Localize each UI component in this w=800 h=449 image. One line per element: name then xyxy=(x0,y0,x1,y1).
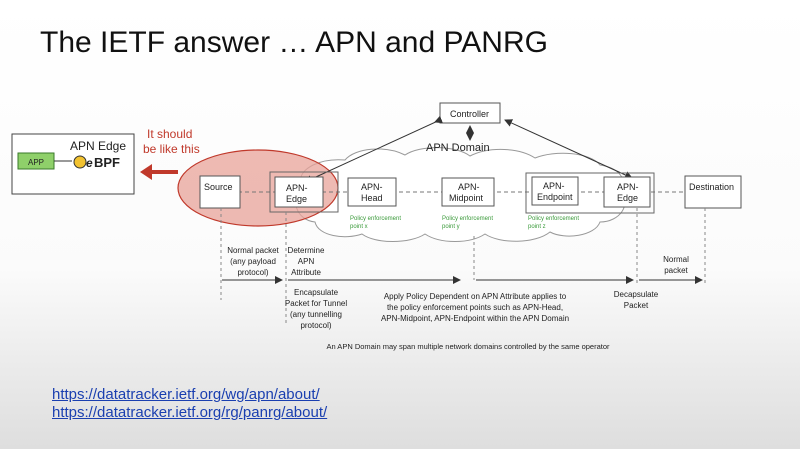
controller-node xyxy=(439,102,501,124)
step-normal-l1: Normal packet xyxy=(227,246,279,255)
panrg-link[interactable]: https://datatracker.ietf.org/rg/panrg/ab… xyxy=(52,404,328,421)
step-encap-l3: (any tunnelling xyxy=(290,310,342,319)
apn-head-l2: Head xyxy=(361,193,383,203)
step-apply-l3: APN-Midpoint, APN-Endpoint within the AP… xyxy=(381,314,569,323)
apn-endpoint-l1: APN- xyxy=(543,181,565,191)
step-normal2-l1: Normal xyxy=(663,255,689,264)
policy-y-l2: point y xyxy=(442,224,460,230)
step-normal-l2: (any payload xyxy=(230,257,276,266)
step-apply-l2: the policy enforcement points such as AP… xyxy=(387,303,563,312)
apn-edge-1-node xyxy=(274,176,324,208)
apn-midpoint-node xyxy=(441,177,495,207)
policy-x-l1: Policy enforcement xyxy=(350,216,401,222)
step-determine-l1: Determine xyxy=(288,246,325,255)
step-decap-l2: Packet xyxy=(624,301,649,310)
note-line-2: be like this xyxy=(143,142,200,156)
source-label: Source xyxy=(204,182,233,192)
step-determine-l2: APN xyxy=(298,257,315,266)
apn-head-l1: APN- xyxy=(361,182,383,192)
apn-edge-1-outer xyxy=(269,171,339,213)
step-normal-l3: protocol) xyxy=(237,268,268,277)
step-apply-l1: Apply Policy Dependent on APN Attribute … xyxy=(384,292,567,301)
step-normal2-l2: packet xyxy=(664,266,688,275)
ebpf-e: e xyxy=(86,156,93,170)
inset-label: APN Edge xyxy=(70,139,126,153)
policy-z-l1: Policy enforcement xyxy=(528,216,579,222)
source-node xyxy=(199,175,241,209)
step-encap-l1: Encapsulate xyxy=(294,288,339,297)
step-encap-l2: Packet for Tunnel xyxy=(285,299,347,308)
apn-edge-1-l2: Edge xyxy=(286,194,307,204)
apn-link[interactable]: https://datatracker.ietf.org/wg/apn/abou… xyxy=(52,386,320,403)
policy-z-l2: point z xyxy=(528,224,546,230)
apn-domain-label: APN Domain xyxy=(426,142,490,154)
controller-label: Controller xyxy=(450,109,489,119)
apn-edge-2-node xyxy=(603,176,651,208)
apn-edge-inset: APN Edge APP e BPF xyxy=(11,133,135,195)
policy-y-l1: Policy enforcement xyxy=(442,216,493,222)
destination-node xyxy=(684,175,742,209)
ebpf-bpf: BPF xyxy=(94,155,120,170)
policy-x-l2: point x xyxy=(350,224,368,230)
slide-title: The IETF answer … APN and PANRG xyxy=(40,26,548,59)
step-encap-l4: protocol) xyxy=(300,321,331,330)
apn-edge-2-l1: APN- xyxy=(617,182,639,192)
bee-icon xyxy=(73,155,87,169)
app-label: APP xyxy=(28,158,44,167)
step-decap-l1: Decapsulate xyxy=(614,290,659,299)
apn-midpoint-l1: APN- xyxy=(458,182,480,192)
apn-endpoint-outer xyxy=(525,172,655,214)
apn-endpoint-node xyxy=(531,176,579,206)
apn-head-node xyxy=(347,177,397,207)
apn-edge-2-l2: Edge xyxy=(617,193,638,203)
diagram-caption: An APN Domain may span multiple network … xyxy=(326,342,610,351)
apn-endpoint-l2: Endpoint xyxy=(537,192,573,202)
apn-edge-1-l1: APN- xyxy=(286,183,308,193)
destination-label: Destination xyxy=(689,182,734,192)
note-line-1: It should xyxy=(147,127,192,141)
apn-midpoint-l2: Midpoint xyxy=(449,193,484,203)
step-determine-l3: Attribute xyxy=(291,268,321,277)
